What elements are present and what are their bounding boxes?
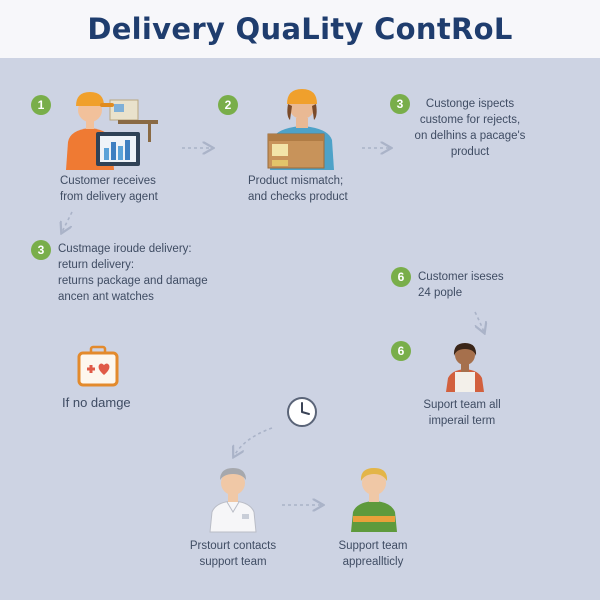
product-check-illustration (267, 89, 334, 170)
delivery-agent-illustration (66, 92, 158, 170)
header-bar: Delivery QuaLity ContRoL (0, 0, 600, 58)
customer-contact-illustration (209, 468, 257, 533)
no-damage-label: If no damge (62, 395, 131, 410)
step-1-text: Customer receives from delivery agent (60, 175, 158, 203)
step-3-badge: 3 (390, 94, 410, 114)
support-agent-illustration (446, 343, 484, 392)
step-6b-badge: 6 (391, 341, 411, 361)
support-bottom-text: Support team appreallticly (338, 540, 408, 568)
first-aid-kit-icon (77, 345, 119, 387)
step-1-badge: 1 (31, 95, 51, 115)
step-2-text: Product mismatch; and checks product (248, 175, 348, 203)
arrow-clock (234, 427, 273, 456)
step-6-badge: 6 (391, 267, 411, 287)
arrow-1-down (62, 211, 73, 232)
step-6-text: Customer iseses 24 pople (418, 271, 504, 299)
arrow-6-down (474, 311, 484, 332)
clock-icon (287, 397, 317, 427)
support-team-illustration (351, 468, 397, 532)
support-team-text: Suport team all imperail term (423, 399, 501, 427)
step-3b-badge: 3 (31, 240, 51, 260)
contact-text: Prstourt contacts support team (189, 540, 277, 568)
step-3-text: Custonge ispects custome for rejects, on… (414, 98, 526, 158)
step-3b-text: Custmage iroude delivery: return deliver… (58, 243, 208, 303)
step-2-badge: 2 (218, 95, 238, 115)
page-title: Delivery QuaLity ContRoL (87, 12, 513, 46)
